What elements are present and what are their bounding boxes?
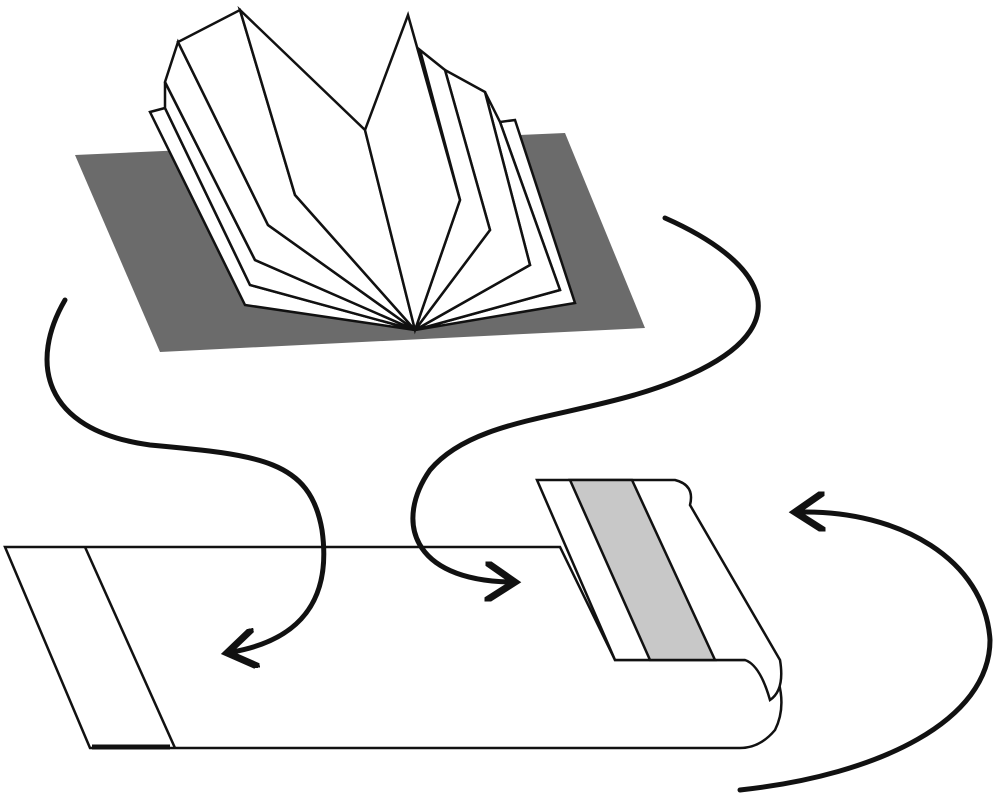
arrow-right — [737, 512, 993, 793]
flap-stripe — [568, 478, 717, 662]
arrow-middle — [410, 215, 761, 582]
curved-arrow-icon — [44, 215, 993, 793]
book-page — [363, 10, 462, 335]
rolled-sheet-icon — [3, 478, 783, 750]
sheet-band-line — [83, 546, 177, 749]
arrow-left — [44, 297, 327, 652]
open-book-icon — [148, 5, 577, 335]
